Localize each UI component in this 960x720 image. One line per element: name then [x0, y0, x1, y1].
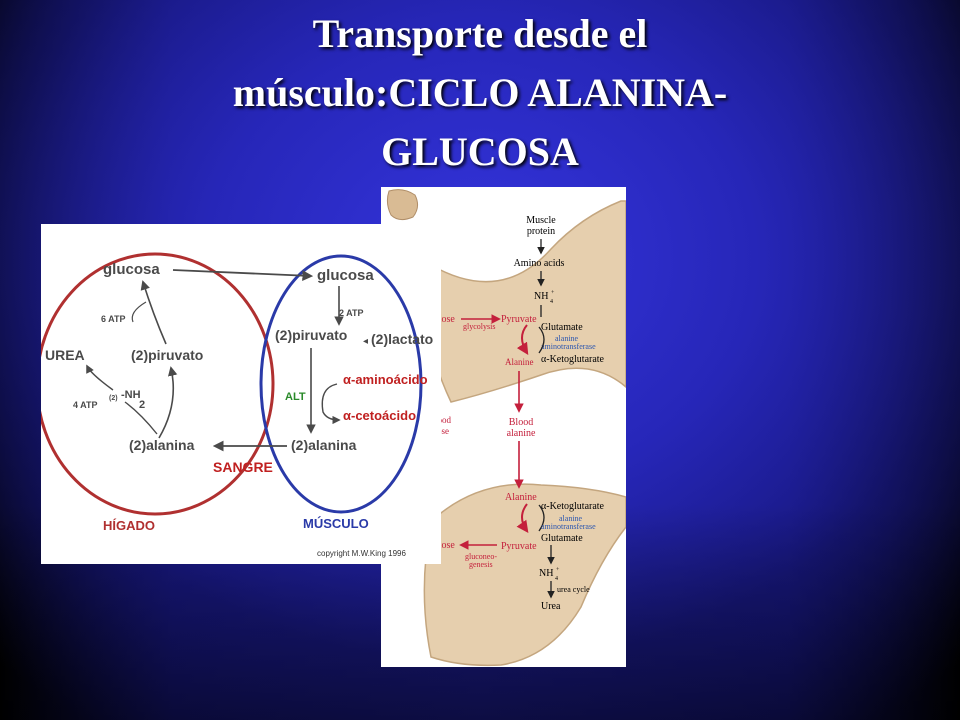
urea-label: Urea [541, 601, 561, 612]
nh4-bottom-sub: 4 [555, 576, 558, 582]
ketoglutarate-top-label: α-Ketoglutarate [541, 354, 605, 365]
liver-glucosa-label: glucosa [103, 261, 160, 278]
atp-6-label: 6 ATP [101, 314, 126, 324]
arrow-nh2-to-urea [86, 364, 114, 391]
nh2-sub-label: 2 [139, 399, 145, 411]
transamination-curve-top [516, 324, 529, 356]
aminoacido-label: α-aminoácido [343, 372, 428, 387]
nh4-bottom-plus: + [556, 567, 560, 573]
muscle-alanina-label: (2)alanina [291, 437, 357, 453]
atp-2-label: 2 ATP [339, 308, 364, 318]
glucose-bottom-label: cose [437, 540, 455, 551]
alanine-aminotransferase-top-1: alanine [555, 334, 579, 343]
pyruvate-bottom-label: Pyruvate [501, 541, 537, 552]
atp-4-label: 4 ATP [73, 400, 98, 410]
body-illustration: Muscle protein Amino acids NH + 4 cose g… [386, 189, 627, 667]
nh2-label: -NH [121, 389, 141, 401]
liver-ellipse [35, 252, 275, 516]
glutamate-bottom-label: Glutamate [541, 533, 583, 544]
arrow-alanine-to-pyruvate [158, 366, 178, 439]
title-line-3: GLUCOSA [381, 129, 579, 174]
lactato-label: (2)lactato [371, 331, 433, 347]
alanine-bottom-label: Alanine [505, 492, 537, 503]
nh4-top-plus: + [551, 290, 555, 296]
transamination-curve-top-b [538, 326, 545, 354]
amino-acids-label: Amino acids [514, 258, 565, 269]
gluconeogenesis-label-1: gluconeo- [465, 552, 497, 561]
musculo-label: MÚSCULO [303, 516, 369, 531]
title-line-2: músculo:CICLO ALANINA- [232, 70, 728, 115]
fist-shape [386, 189, 419, 221]
arrow-liver-gluconeogenesis [140, 280, 167, 345]
atp-6-curve [131, 301, 147, 323]
slide-title: Transporte desde el músculo:CICLO ALANIN… [60, 4, 900, 181]
cycle-diagram-svg: glucosa glucosa 6 ATP 2 ATP (2)piruvato … [35, 252, 433, 558]
blood-alanine-label-1: Blood [509, 417, 533, 428]
transamination-curve-bottom-b [538, 504, 545, 532]
alanine-aminotransferase-bottom-1: alanine [559, 514, 583, 523]
nh2-release-curve [124, 401, 158, 435]
glucose-top-label: cose [437, 314, 455, 325]
muscle-protein-label-1: Muscle [526, 215, 556, 226]
nh2-coef-label: (2) [109, 395, 118, 402]
alanine-aminotransferase-top-2: aminotransferase [541, 342, 596, 351]
liver-shape [423, 483, 627, 667]
title-line-1: Transporte desde el [312, 11, 648, 56]
copyright-label: copyright M.W.King 1996 [317, 549, 406, 558]
alanine-top-label: Alanine [505, 357, 534, 367]
higado-label: HÍGADO [103, 518, 155, 533]
pyruvate-top-label: Pyruvate [501, 314, 537, 325]
lactato-arrow-glyph: ◂ [363, 336, 368, 347]
sangre-label: SANGRE [213, 459, 273, 475]
arm-shape [430, 200, 627, 403]
muscle-ellipse [259, 254, 423, 514]
cetoacido-label: α-cetoácido [343, 408, 416, 423]
transamination-curve [321, 383, 341, 425]
glycolysis-label: glycolysis [463, 322, 495, 331]
muscle-piruvato-label: (2)piruvato [275, 327, 347, 343]
ketoglutarate-bottom-label: α-Ketoglutarate [541, 501, 605, 512]
blood-glucose-label-2: ose [437, 426, 449, 436]
muscle-protein-label-2: protein [527, 226, 555, 237]
urea-cycle-label: urea cycle [557, 585, 590, 594]
nh4-top-sub: 4 [550, 299, 553, 305]
gluconeogenesis-label-2: genesis [469, 560, 493, 569]
nh4-bottom-label: NH [539, 568, 553, 579]
blood-alanine-label-2: alanine [507, 428, 536, 439]
muscle-glucosa-label: glucosa [317, 267, 374, 284]
blood-glucose-label-1: lood [435, 415, 452, 425]
alt-label: ALT [285, 391, 306, 403]
liver-alanina-label: (2)alanina [129, 437, 195, 453]
arrow-glucose-transport [172, 269, 314, 282]
nh4-top-label: NH [534, 291, 548, 302]
transamination-curve-bottom [516, 503, 529, 533]
alanine-glucose-cycle-diagram: glucosa glucosa 6 ATP 2 ATP (2)piruvato … [35, 224, 441, 564]
urea-label: UREA [45, 347, 85, 363]
liver-piruvato-label: (2)piruvato [131, 347, 203, 363]
glutamate-top-label: Glutamate [541, 322, 583, 333]
alanine-aminotransferase-bottom-2: aminotransferase [541, 522, 596, 531]
